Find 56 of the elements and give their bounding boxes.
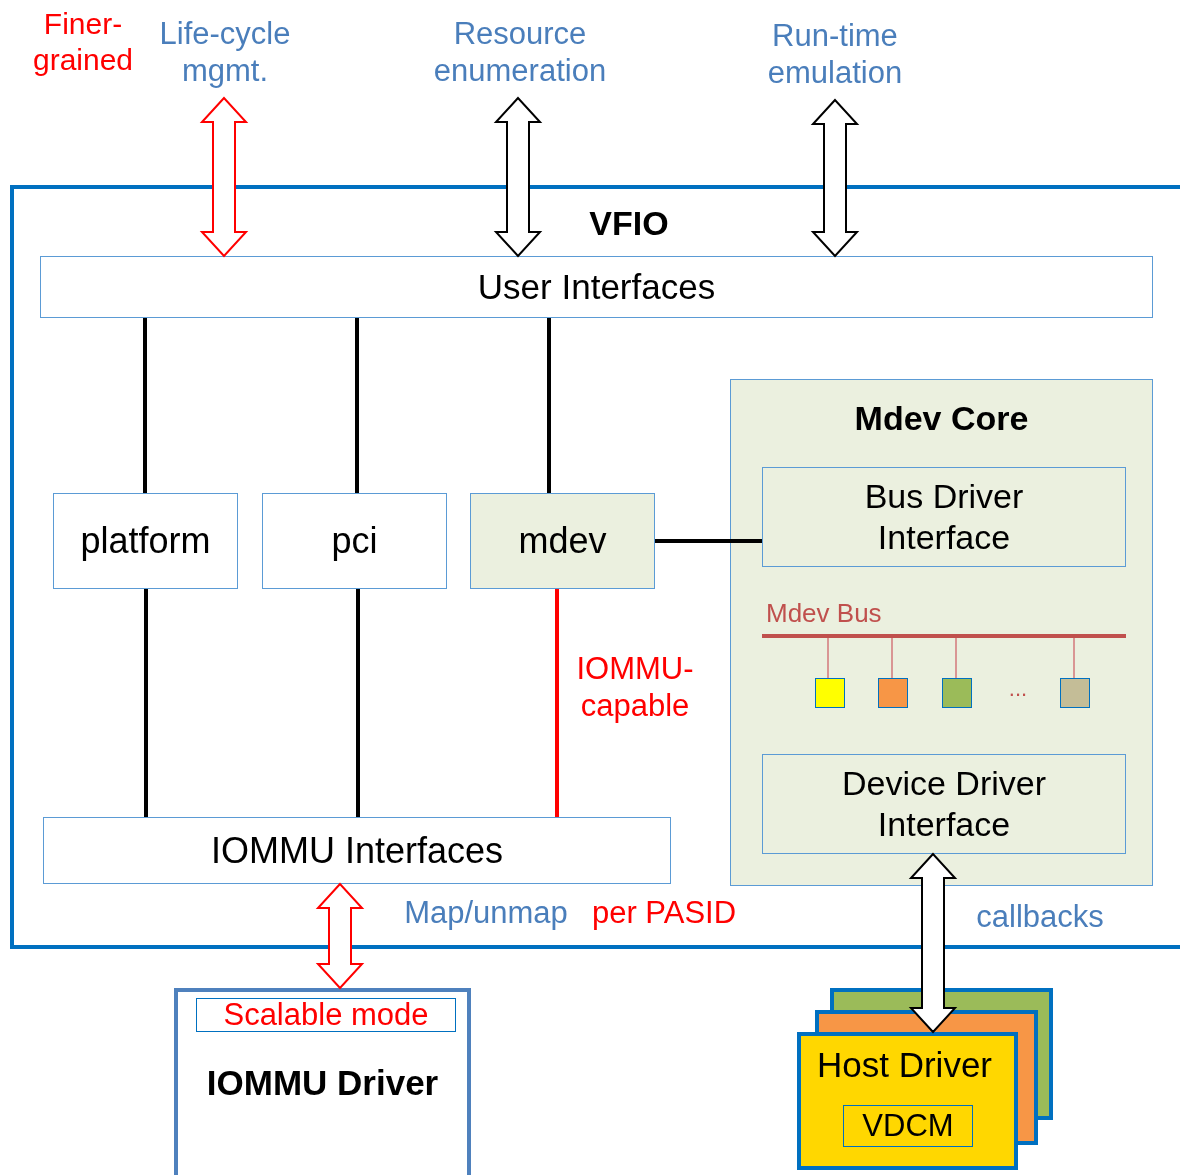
connector-line <box>355 318 359 493</box>
module-frame <box>10 185 1180 949</box>
double-block-arrow <box>199 96 249 258</box>
caption-text: Life-cycle mgmt. <box>158 14 292 90</box>
node-label: Device Driver Interface <box>840 763 1047 845</box>
driver-box <box>262 493 447 589</box>
node-label: IOMMU Interfaces <box>210 828 504 873</box>
driver-box <box>53 493 238 589</box>
double-block-arrow <box>908 852 958 1034</box>
device-square <box>1060 678 1090 708</box>
edge-label: Map/unmap <box>403 894 569 932</box>
node-label: mdev <box>518 519 607 563</box>
node-label: platform <box>80 519 211 563</box>
interface-box <box>762 467 1126 567</box>
connector-line <box>547 318 551 493</box>
caption-text: Resource enumeration <box>432 14 608 90</box>
device-square <box>942 678 972 708</box>
bus-stub-line <box>827 637 829 679</box>
note-text: Finer- grained <box>31 6 135 78</box>
heading-text: Mdev Core <box>853 398 1030 439</box>
heading-text: IOMMU Driver <box>205 1062 440 1104</box>
ellipsis-text: ... <box>1007 676 1029 703</box>
interface-box <box>762 754 1126 854</box>
double-block-arrow <box>810 98 860 258</box>
node-label: pci <box>331 519 378 563</box>
connector-line <box>144 589 148 817</box>
connector-line <box>655 539 762 543</box>
bus-stub-line <box>955 637 957 679</box>
double-block-arrow <box>493 96 543 258</box>
node-label: Scalable mode <box>223 996 429 1034</box>
node-label: User Interfaces <box>477 266 716 308</box>
edge-label: IOMMU- capable <box>575 650 695 725</box>
bus-stub-line <box>1073 637 1075 679</box>
node-label: Bus Driver Interface <box>863 476 1025 558</box>
caption-text: Run-time emulation <box>766 16 904 92</box>
note-text: per PASID <box>590 894 738 932</box>
connector-line <box>555 589 559 817</box>
mode-box <box>196 998 456 1032</box>
driver-box <box>470 493 655 589</box>
device-square <box>878 678 908 708</box>
edge-label: callbacks <box>975 898 1105 936</box>
card-stack-drawing: Host Driver <box>817 1044 994 1086</box>
driver-box <box>174 988 471 1175</box>
heading-text: VFIO <box>588 203 670 244</box>
device-square <box>815 678 845 708</box>
card-stack-drawing <box>797 988 1053 1170</box>
core-panel <box>730 379 1153 886</box>
component-box <box>843 1105 973 1147</box>
interface-bar <box>43 817 671 884</box>
interface-bar <box>40 256 1153 318</box>
node-label: VDCM <box>862 1107 954 1145</box>
node-label: Mdev Bus <box>766 598 882 630</box>
connector-line <box>143 318 147 493</box>
double-block-arrow <box>315 882 365 990</box>
bus-stub-line <box>891 637 893 679</box>
connector-line <box>356 589 360 817</box>
